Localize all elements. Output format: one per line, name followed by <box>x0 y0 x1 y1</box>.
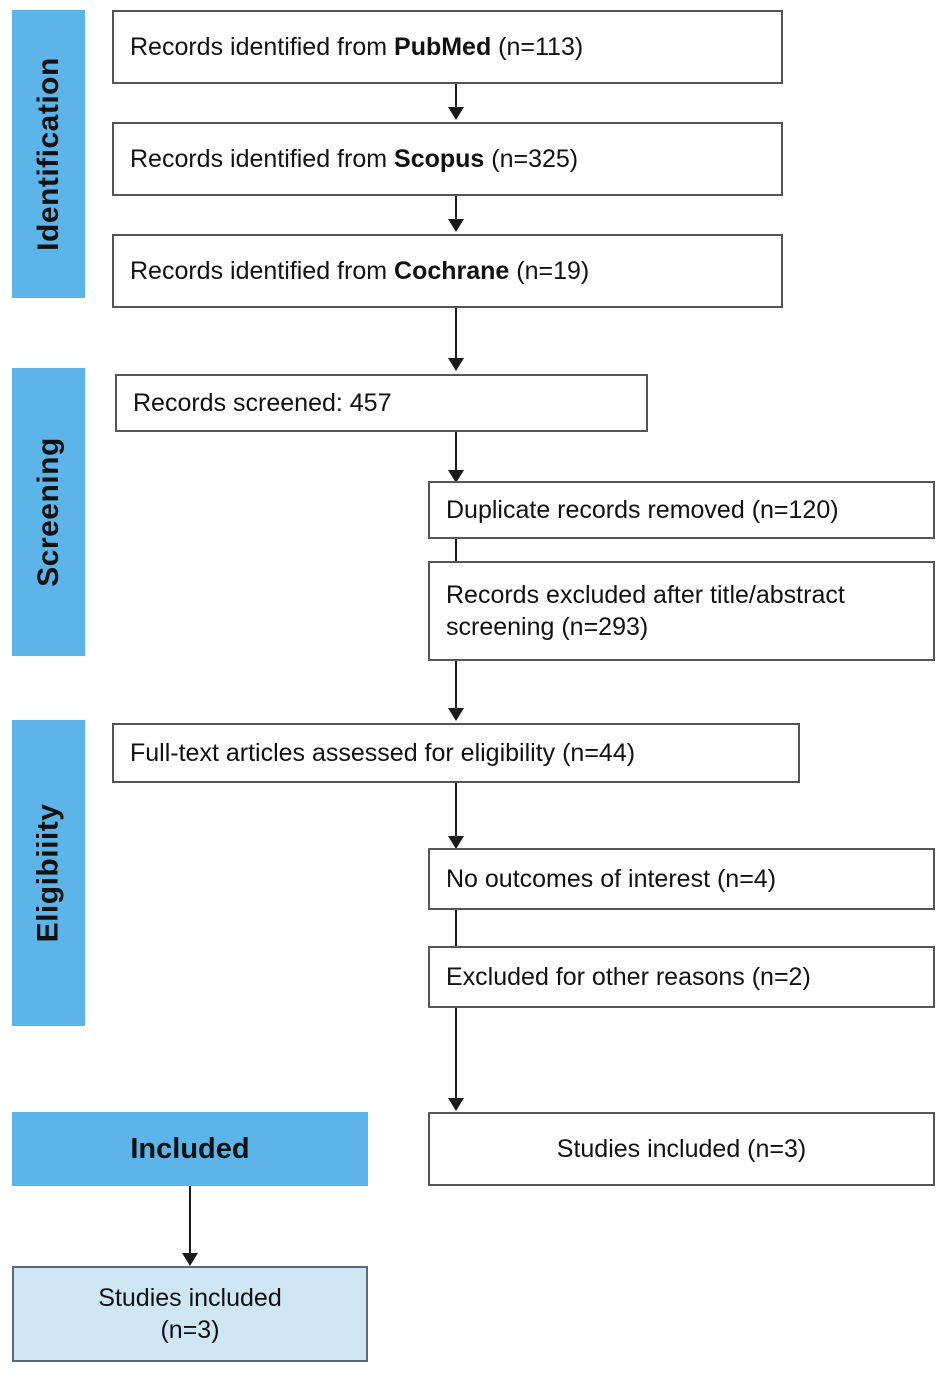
arrowhead-included-to-final <box>182 1253 198 1266</box>
stage-bar-eligibility: Eligibiiity <box>12 720 85 1026</box>
box-text-scopus: Records identified from Scopus (n=325) <box>130 143 578 175</box>
box-text-fulltext: Full-text articles assessed for eligibil… <box>130 739 636 767</box>
box-text-cochrane: Records identified from Cochrane (n=19) <box>130 255 589 287</box>
excluded-line2: screening (n=293) <box>446 613 649 641</box>
stage-bar-included: Included <box>12 1112 368 1186</box>
scopus-source: Scopus <box>394 145 485 173</box>
box-records-cochrane: Records identified from Cochrane (n=19) <box>112 234 783 308</box>
pubmed-prefix: Records identified from <box>130 33 395 61</box>
box-text-no-outcomes: No outcomes of interest (n=4) <box>446 865 777 893</box>
box-records-scopus: Records identified from Scopus (n=325) <box>112 122 783 196</box>
arrowhead-screened-to-duplicates <box>448 470 464 483</box>
box-text-excluded-title-abstract: Records excluded after title/abstract sc… <box>446 579 845 643</box>
arrowhead-fulltext-to-no-outcomes <box>448 836 464 849</box>
connector-no-outcomes-to-other-reasons <box>455 910 457 946</box>
cochrane-prefix: Records identified from <box>130 257 395 285</box>
scopus-prefix: Records identified from <box>130 145 395 173</box>
connector-pubmed-to-scopus <box>455 84 457 114</box>
box-excluded-other-reasons: Excluded for other reasons (n=2) <box>428 946 935 1008</box>
connector-screening-to-eligibility <box>455 661 457 711</box>
box-text-records-screened: Records screened: 457 <box>133 389 392 417</box>
stage-label-included: Included <box>130 1132 250 1165</box>
stage-label-eligibility: Eligibiiity <box>31 803 65 943</box>
connector-duplicates-to-excluded <box>455 539 457 561</box>
connector-scopus-to-cochrane <box>455 196 457 226</box>
connector-screened-to-duplicates <box>455 432 457 477</box>
excluded-line1: Records excluded after title/abstract <box>446 581 845 609</box>
box-text-duplicates: Duplicate records removed (n=120) <box>446 496 839 524</box>
cochrane-count: (n=19) <box>509 257 590 285</box>
pubmed-count: (n=113) <box>491 33 584 61</box>
connector-fulltext-to-no-outcomes <box>455 783 457 843</box>
box-records-screened: Records screened: 457 <box>115 374 648 432</box>
stage-bar-screening: Screening <box>12 368 85 656</box>
connector-included-to-final <box>189 1186 191 1258</box>
box-text-pubmed: Records identified from PubMed (n=113) <box>130 31 583 63</box>
box-text-studies-included-right: Studies included (n=3) <box>556 1135 807 1163</box>
cochrane-source: Cochrane <box>394 257 510 285</box>
box-records-excluded-title-abstract: Records excluded after title/abstract sc… <box>428 561 935 661</box>
box-no-outcomes-of-interest: No outcomes of interest (n=4) <box>428 848 935 910</box>
final-line2: (n=3) <box>160 1316 220 1344</box>
box-text-other-reasons: Excluded for other reasons (n=2) <box>446 963 811 991</box>
stage-bar-identification: Identification <box>12 10 85 298</box>
arrowhead-screening-to-eligibility <box>448 708 464 721</box>
stage-label-screening: Screening <box>31 437 65 587</box>
scopus-count: (n=325) <box>484 145 579 173</box>
box-fulltext-assessed: Full-text articles assessed for eligibil… <box>112 723 800 783</box>
stage-label-identification: Identification <box>31 57 65 251</box>
arrowhead-cochrane-to-screened <box>448 358 464 371</box>
arrowhead-scopus-to-cochrane <box>448 219 464 232</box>
box-duplicate-records-removed: Duplicate records removed (n=120) <box>428 481 935 539</box>
box-records-pubmed: Records identified from PubMed (n=113) <box>112 10 783 84</box>
box-studies-included-final: Studies included (n=3) <box>12 1266 368 1362</box>
arrowhead-eligibility-to-included <box>448 1098 464 1111</box>
pubmed-source: PubMed <box>394 33 492 61</box>
final-line1: Studies included <box>98 1283 282 1312</box>
connector-cochrane-to-screened <box>455 308 457 361</box>
box-studies-included-right: Studies included (n=3) <box>428 1112 935 1186</box>
arrowhead-pubmed-to-scopus <box>448 107 464 120</box>
connector-eligibility-to-included <box>455 1008 457 1103</box>
